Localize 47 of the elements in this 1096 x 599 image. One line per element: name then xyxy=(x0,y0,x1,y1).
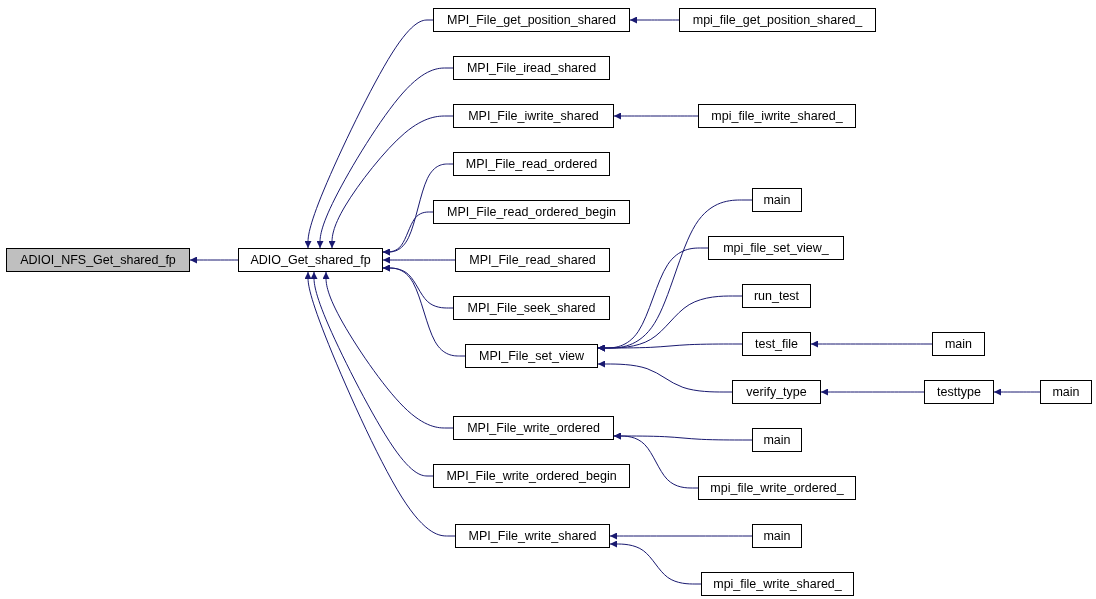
function-box: ADIOI_NFS_Get_shared_fp xyxy=(6,248,190,272)
call-arrow xyxy=(613,112,699,120)
call-arrow xyxy=(304,19,434,249)
call-arrow xyxy=(322,271,454,429)
function-box: main xyxy=(932,332,985,356)
call-arrow xyxy=(609,532,753,540)
call-arrow xyxy=(328,115,454,249)
call-arrow xyxy=(382,211,434,256)
call-arrow xyxy=(993,388,1041,396)
function-box: mpi_file_set_view_ xyxy=(708,236,844,260)
function-box: MPI_File_read_ordered_begin xyxy=(433,200,630,224)
call-arrow xyxy=(597,343,743,352)
call-arrow xyxy=(820,388,925,396)
call-arrow xyxy=(597,360,733,393)
function-box: MPI_File_read_shared xyxy=(455,248,610,272)
function-box: verify_type xyxy=(732,380,821,404)
call-arrow xyxy=(382,264,466,357)
function-box: mpi_file_write_ordered_ xyxy=(698,476,856,500)
function-box: test_file xyxy=(742,332,811,356)
call-arrow xyxy=(609,540,702,585)
call-arrow xyxy=(316,67,454,249)
function-box: MPI_File_seek_shared xyxy=(453,296,610,320)
function-box: MPI_File_read_ordered xyxy=(453,152,610,176)
function-box: main xyxy=(752,188,802,212)
call-arrow xyxy=(189,256,239,264)
function-box: mpi_file_iwrite_shared_ xyxy=(698,104,856,128)
call-arrow xyxy=(810,340,933,348)
function-box: MPI_File_write_shared xyxy=(455,524,610,548)
call-arrow xyxy=(613,432,699,489)
function-box: ADIO_Get_shared_fp xyxy=(238,248,383,272)
function-box: main xyxy=(752,428,802,452)
function-box: MPI_File_write_ordered xyxy=(453,416,614,440)
call-arrow xyxy=(304,271,456,537)
function-box: mpi_file_write_shared_ xyxy=(701,572,854,596)
function-box: main xyxy=(1040,380,1092,404)
function-box: MPI_File_set_view xyxy=(465,344,598,368)
function-box: run_test xyxy=(742,284,811,308)
function-box: MPI_File_iwrite_shared xyxy=(453,104,614,128)
function-box: testtype xyxy=(924,380,994,404)
function-box: MPI_File_get_position_shared xyxy=(433,8,630,32)
function-box: mpi_file_get_position_shared_ xyxy=(679,8,876,32)
call-arrow xyxy=(310,271,434,477)
function-box: main xyxy=(752,524,802,548)
call-arrow xyxy=(382,256,456,264)
call-arrow xyxy=(629,16,680,24)
function-box: MPI_File_write_ordered_begin xyxy=(433,464,630,488)
function-box: MPI_File_iread_shared xyxy=(453,56,610,80)
